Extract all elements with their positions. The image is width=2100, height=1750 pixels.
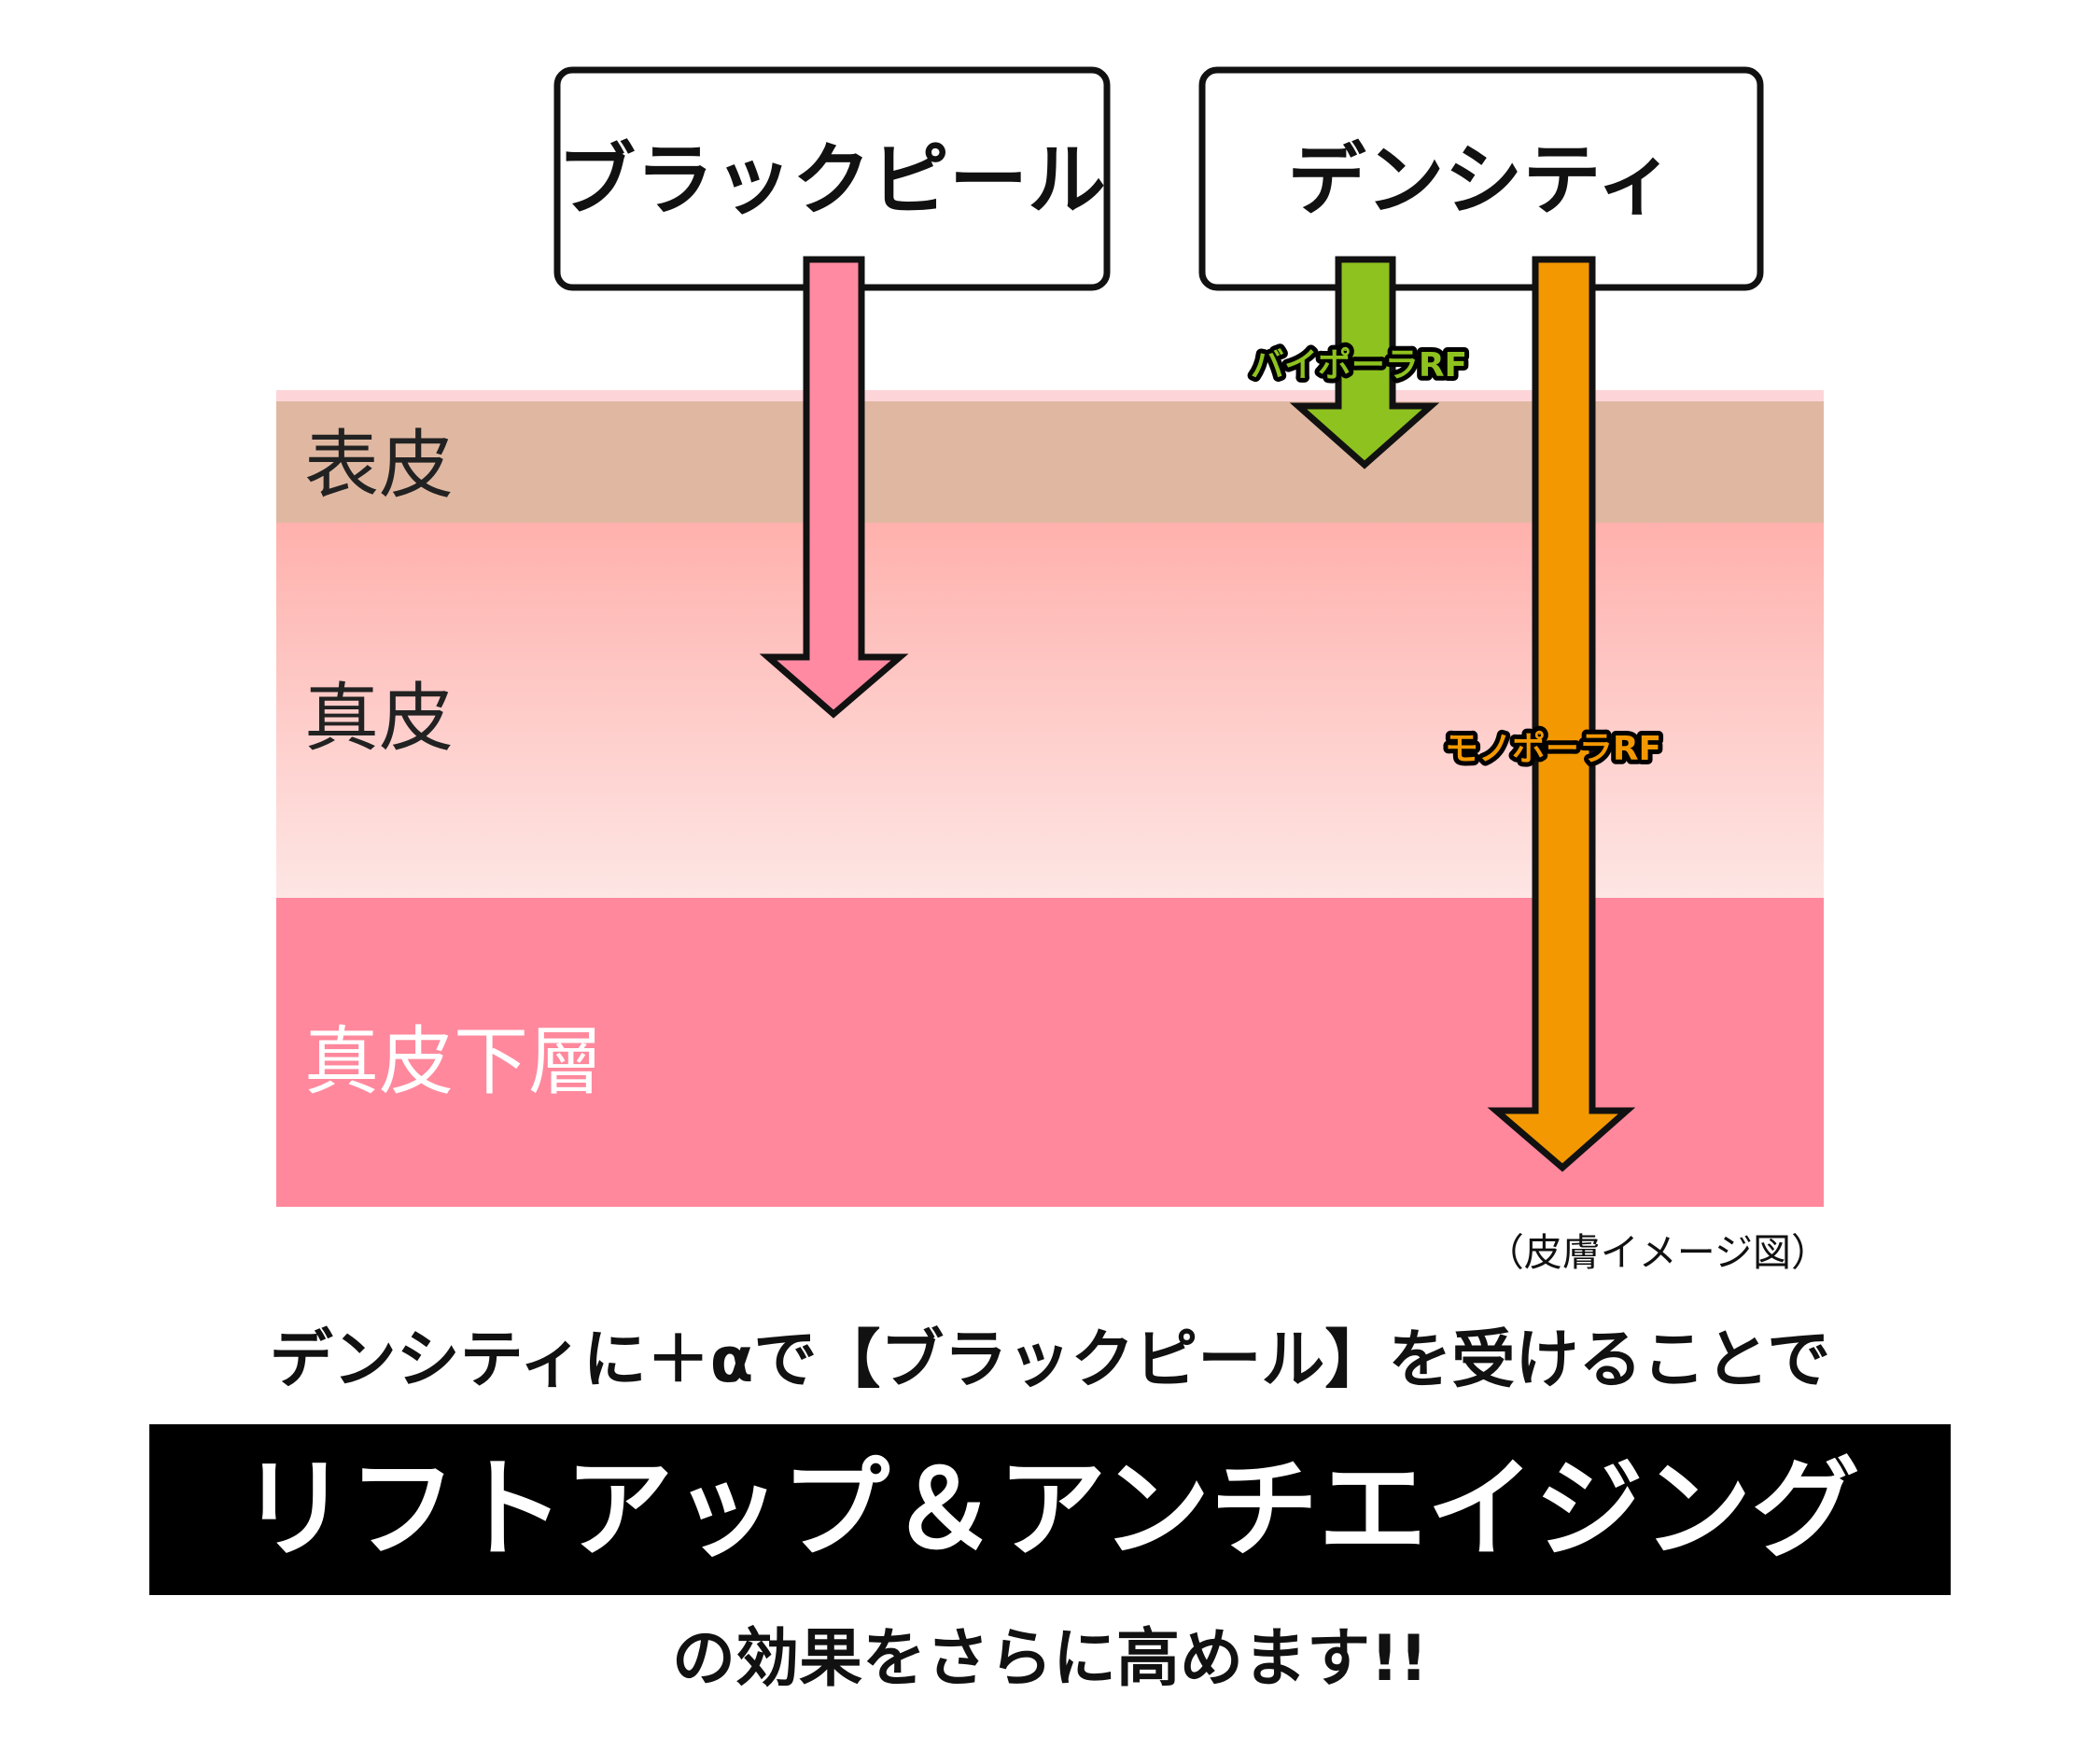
density-box <box>1198 66 1764 291</box>
subcutis-label: 真皮下層 <box>304 1018 603 1105</box>
epidermis-label: 表皮 <box>304 422 454 509</box>
headline-line1: デンシティに＋αで【ブラックピール】を受けることで <box>269 1323 1831 1397</box>
headline-line3: の効果をさらに高めます!! <box>671 1622 1429 1696</box>
monopolar-rf-arrow <box>1487 256 1636 1172</box>
black-peel-title: ブラックピール <box>557 134 1106 226</box>
bipolar-rf-label: バイポーラRF <box>1251 345 1467 385</box>
monopolar-rf-label: モノポーラRF <box>1445 729 1661 768</box>
headline-banner: リフトアップ＆アンチエイジング <box>149 1424 1951 1595</box>
skin-surface-strip <box>276 390 1824 401</box>
density-title: デンシティ <box>1288 134 1675 226</box>
black-peel-arrow <box>759 256 909 719</box>
headline-banner-text: リフトアップ＆アンチエイジング <box>240 1446 1860 1573</box>
dermis-label: 真皮 <box>304 675 454 762</box>
bipolar-rf-arrow <box>1289 256 1440 469</box>
diagram-caption: （皮膚イメージ図） <box>1485 1230 1829 1275</box>
